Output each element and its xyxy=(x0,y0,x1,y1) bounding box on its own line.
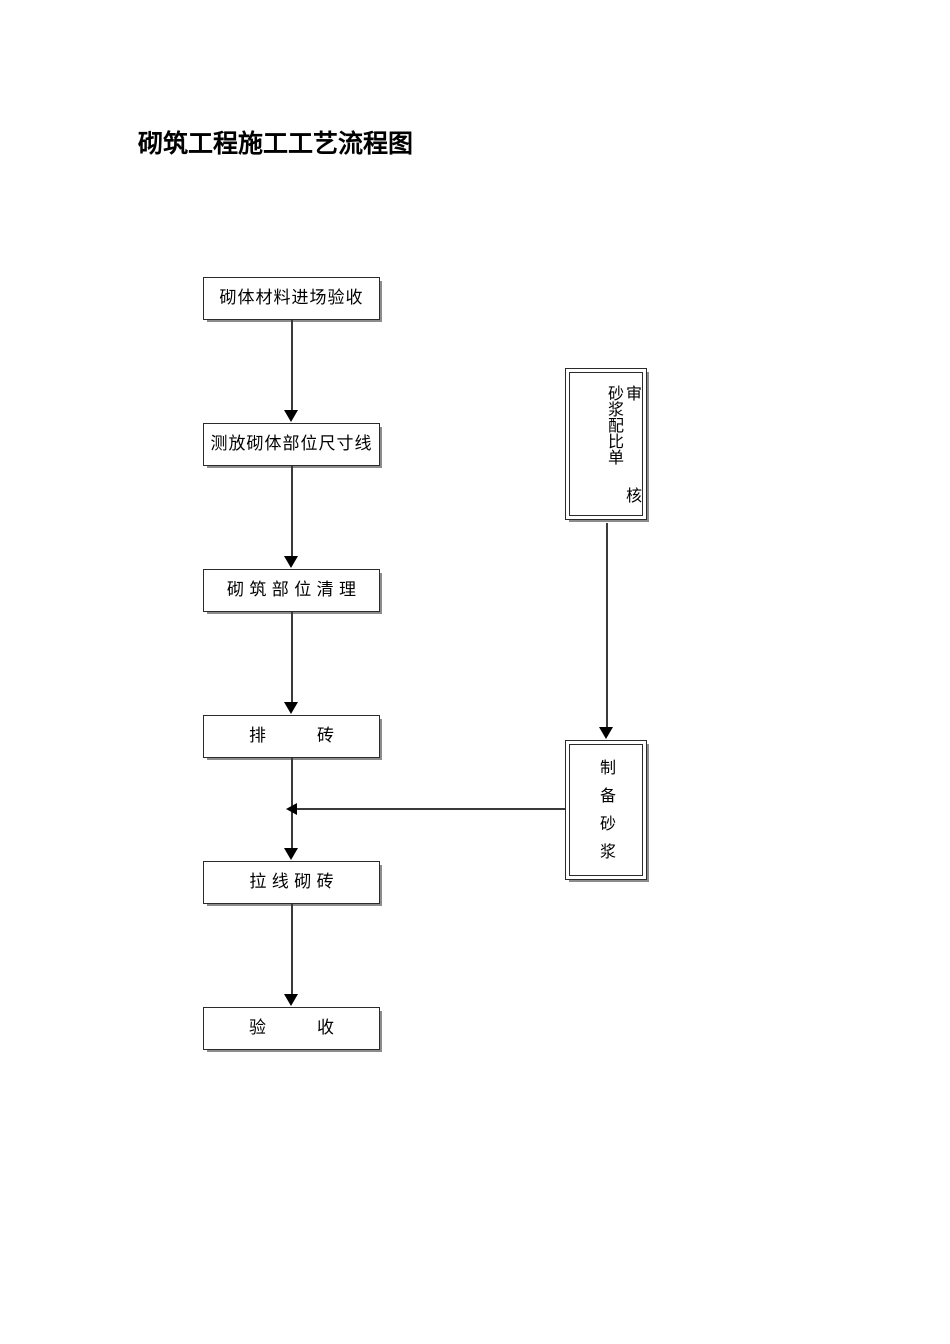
connector-line-s1-s2 xyxy=(606,523,608,728)
connector-line-n3-n4 xyxy=(291,612,293,703)
connector-line-n2-n3 xyxy=(291,466,293,557)
flow-node-material-acceptance[interactable]: 砌体材料进场验收 xyxy=(203,277,382,322)
mortar-sheet-inner-border: 砂浆配比单 审核 xyxy=(569,372,643,589)
page-title: 砌筑工程施工工艺流程图 xyxy=(138,129,414,158)
arrowhead-n4-n5 xyxy=(284,848,298,860)
flow-node-prepare-mortar[interactable]: 制备砂浆 xyxy=(565,740,649,882)
arrowhead-n5-n6 xyxy=(284,994,298,1006)
arrowhead-s1-s2 xyxy=(599,727,613,739)
prepare-mortar-label: 制备砂浆 xyxy=(597,759,616,871)
connector-line-n5-n6 xyxy=(291,904,293,995)
arrowhead-n2-n3 xyxy=(284,556,298,568)
arrowhead-n3-n4 xyxy=(284,702,298,714)
flow-node-brick-arrangement[interactable]: 排 砖 xyxy=(203,715,382,760)
prepare-mortar-inner-border: 制备砂浆 xyxy=(569,744,643,876)
flow-node-position-cleaning[interactable]: 砌 筑 部 位 清 理 xyxy=(203,569,382,614)
arrowhead-s2-mainflow xyxy=(286,803,297,815)
connector-line-s2-mainflow xyxy=(293,808,565,810)
flow-node-line-laying-bricks[interactable]: 拉 线 砌 砖 xyxy=(203,861,382,906)
mortar-sheet-label-primary: 砂浆配比单 xyxy=(605,385,624,465)
connector-line-n1-n2 xyxy=(291,320,293,411)
flow-node-layout-lines[interactable]: 测放砌体部位尺寸线 xyxy=(203,423,382,468)
flow-node-mortar-mix-ratio-sheet[interactable]: 砂浆配比单 审核 xyxy=(565,368,649,589)
mortar-sheet-label-secondary: 审核 xyxy=(623,385,642,589)
arrowhead-n1-n2 xyxy=(284,410,298,422)
flow-node-final-acceptance[interactable]: 验 收 xyxy=(203,1007,382,1052)
